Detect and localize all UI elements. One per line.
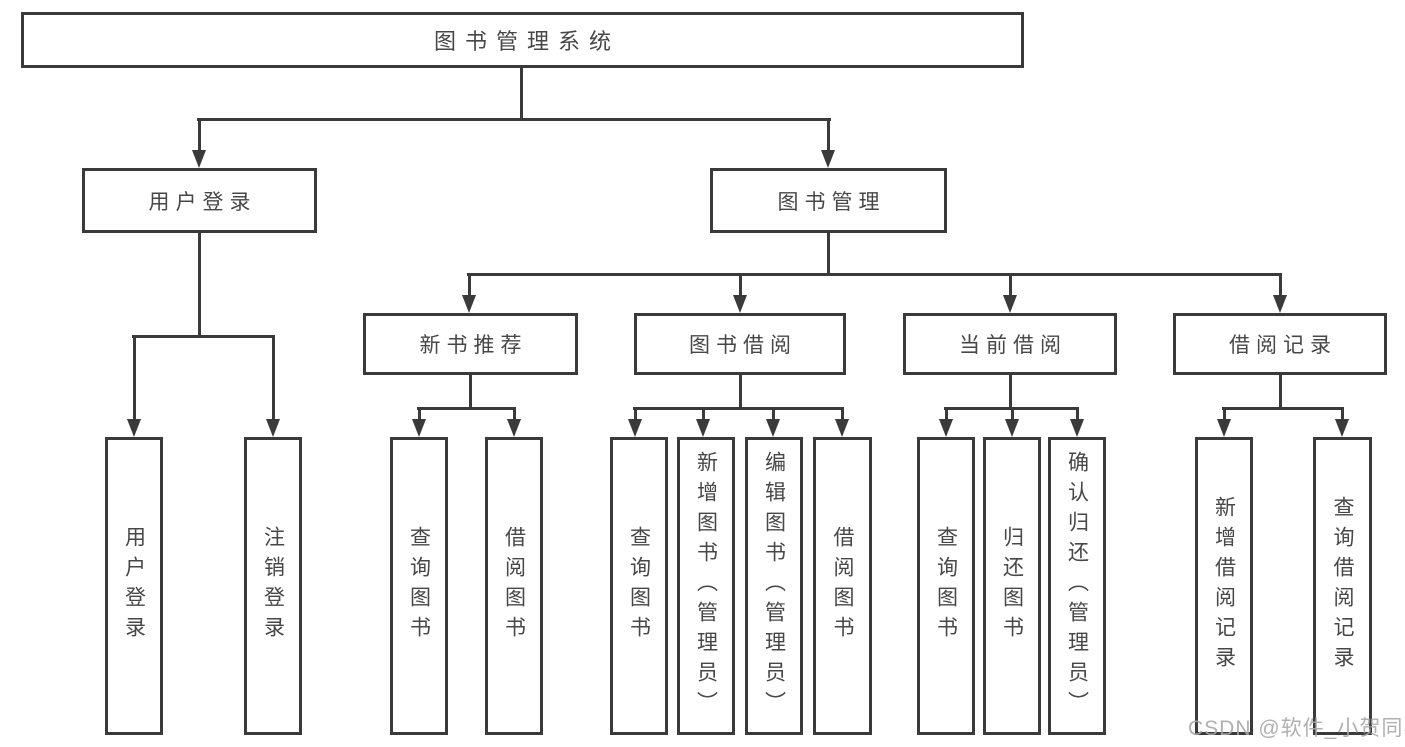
connector-line <box>133 335 136 421</box>
leaf-user-login-label: 用户登录 <box>122 526 146 646</box>
node-book-management: 图书管理 <box>710 168 947 233</box>
arrow-down-icon <box>1003 295 1017 313</box>
leaf-return-books-label: 归还图书 <box>1000 526 1024 646</box>
leaf-borrow-books-label: 借阅图书 <box>831 526 854 646</box>
node-new-book-recommend-label: 新书推荐 <box>419 334 528 357</box>
connector-line <box>1009 273 1012 298</box>
leaf-logout-label: 注销登录 <box>261 526 285 646</box>
connector-line <box>469 375 472 410</box>
csdn-watermark: CSDN @软件_小贺同学 <box>1188 717 1405 740</box>
leaf-add-borrow-record-label: 新增借阅记录 <box>1212 496 1236 676</box>
node-user-login: 用户登录 <box>82 168 317 233</box>
leaf-query-borrow-record: 查询借阅记录 <box>1313 437 1372 735</box>
node-root: 图书管理系统 <box>21 12 1024 68</box>
connector-line <box>198 233 201 338</box>
node-book-management-label: 图书管理 <box>777 190 886 214</box>
node-borrowing-records: 借阅记录 <box>1173 313 1387 375</box>
leaf-edit-books-admin-label: 编辑图书（管理员） <box>762 451 786 721</box>
node-book-borrowing-label: 图书借阅 <box>689 334 797 357</box>
leaf-logout: 注销登录 <box>244 437 302 735</box>
node-borrowing-records-label: 借阅记录 <box>1229 334 1337 357</box>
arrow-down-icon <box>1335 419 1349 437</box>
arrow-down-icon <box>835 419 849 437</box>
arrow-down-icon <box>127 419 141 437</box>
leaf-query-borrow-record-label: 查询借阅记录 <box>1331 496 1354 676</box>
arrow-down-icon <box>507 419 521 437</box>
arrow-down-icon <box>628 419 642 437</box>
connector-line <box>841 407 844 421</box>
connector-line <box>1279 375 1282 410</box>
connector-line <box>520 68 523 120</box>
arrow-down-icon <box>462 295 476 313</box>
connector-line <box>634 407 637 421</box>
arrow-down-icon <box>192 150 206 168</box>
leaf-query-books-current-label: 查询图书 <box>934 526 958 646</box>
arrow-down-icon <box>1005 419 1019 437</box>
connector-line <box>468 273 471 298</box>
connector-line <box>272 335 275 421</box>
connector-line <box>633 407 843 410</box>
connector-line <box>467 273 1282 276</box>
connector-line <box>513 407 516 421</box>
leaf-return-books: 归还图书 <box>983 437 1041 735</box>
arrow-down-icon <box>821 150 835 168</box>
connector-line <box>1222 407 1344 410</box>
leaf-query-books-recommend: 查询图书 <box>390 437 448 735</box>
connector-line <box>827 233 830 276</box>
connector-line <box>198 120 201 152</box>
arrow-down-icon <box>696 419 710 437</box>
connector-line <box>1076 407 1079 421</box>
leaf-borrow-books: 借阅图书 <box>813 437 872 735</box>
connector-line <box>1279 273 1282 298</box>
connector-line <box>1011 407 1014 421</box>
leaf-query-books-current: 查询图书 <box>917 437 975 735</box>
leaf-add-books-admin-label: 新增图书（管理员） <box>694 451 718 721</box>
arrow-down-icon <box>412 419 426 437</box>
leaf-borrow-books-recommend: 借阅图书 <box>485 437 543 735</box>
leaf-query-books-recommend-label: 查询图书 <box>407 526 431 646</box>
connector-line <box>418 407 421 421</box>
leaf-query-books-borrowing: 查询图书 <box>610 437 668 735</box>
leaf-confirm-return-admin: 确认归还（管理员） <box>1048 437 1106 735</box>
leaf-confirm-return-admin-label: 确认归还（管理员） <box>1065 451 1089 721</box>
connector-line <box>702 407 705 421</box>
node-current-borrowing: 当前借阅 <box>903 313 1117 375</box>
leaf-add-books-admin: 新增图书（管理员） <box>677 437 735 735</box>
connector-line <box>739 273 742 298</box>
arrow-down-icon <box>1070 419 1084 437</box>
arrow-down-icon <box>939 419 953 437</box>
node-user-login-label: 用户登录 <box>148 190 257 214</box>
arrow-down-icon <box>1273 295 1287 313</box>
arrow-down-icon <box>733 295 747 313</box>
connector-line <box>197 118 831 121</box>
leaf-borrow-books-recommend-label: 借阅图书 <box>502 526 526 646</box>
connector-line <box>772 407 775 421</box>
arrow-down-icon <box>266 419 280 437</box>
leaf-user-login: 用户登录 <box>105 437 163 735</box>
leaf-edit-books-admin: 编辑图书（管理员） <box>745 437 803 735</box>
node-book-borrowing: 图书借阅 <box>634 313 846 375</box>
connector-line <box>1009 375 1012 410</box>
arrow-down-icon <box>766 419 780 437</box>
connector-line <box>827 120 830 152</box>
connector-line <box>1341 407 1344 421</box>
node-new-book-recommend: 新书推荐 <box>363 313 578 375</box>
connector-line <box>945 407 948 421</box>
leaf-add-borrow-record: 新增借阅记录 <box>1195 437 1253 735</box>
arrow-down-icon <box>1217 419 1231 437</box>
leaf-query-books-borrowing-label: 查询图书 <box>627 526 651 646</box>
node-root-label: 图书管理系统 <box>433 29 620 54</box>
connector-line <box>739 375 742 410</box>
connector-line <box>1223 407 1226 421</box>
connector-line <box>417 407 516 410</box>
connector-line <box>132 335 274 338</box>
node-current-borrowing-label: 当前借阅 <box>959 334 1067 357</box>
